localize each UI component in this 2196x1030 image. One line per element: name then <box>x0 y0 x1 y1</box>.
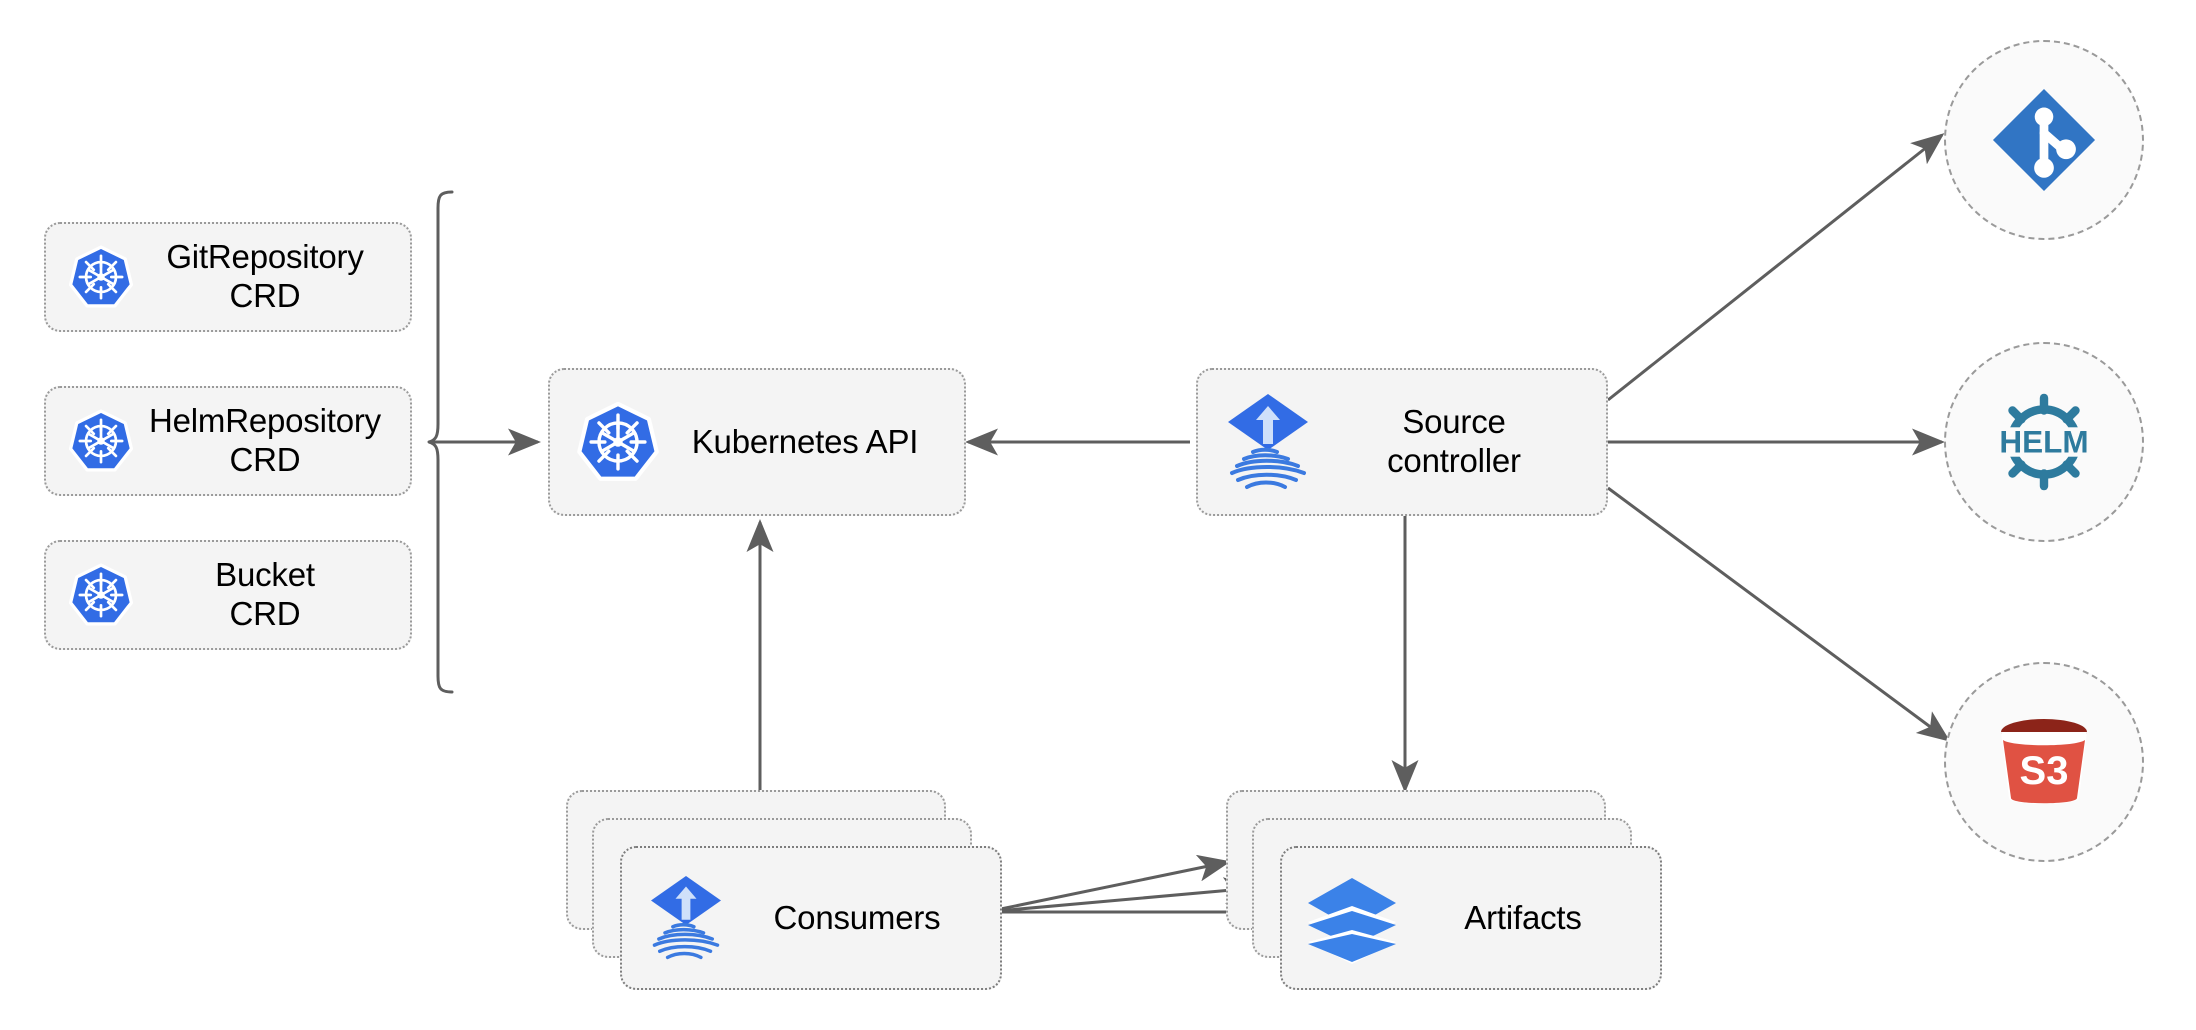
crd-box-helmrepository[interactable]: HelmRepository CRD <box>44 386 412 496</box>
external-helm[interactable]: HELM <box>1944 342 2144 542</box>
edge-consumers-to-artifacts-2 <box>985 877 1257 914</box>
kubernetes-icon <box>550 400 660 484</box>
s3-icon: S3 <box>1984 702 2104 822</box>
node-kubernetes-api[interactable]: Kubernetes API <box>548 368 966 516</box>
flux-icon <box>1198 388 1316 496</box>
crd-label: GitRepository CRD <box>166 238 364 314</box>
node-label: Consumers <box>773 898 941 936</box>
external-git[interactable] <box>1944 40 2144 240</box>
flux-icon <box>622 869 728 967</box>
node-artifacts[interactable]: Artifacts <box>1280 846 1662 990</box>
node-consumers[interactable]: Consumers <box>620 846 1002 990</box>
external-s3[interactable]: S3 <box>1944 662 2144 862</box>
crd-box-gitrepository[interactable]: GitRepository CRD <box>44 222 412 332</box>
kubernetes-icon <box>46 244 134 310</box>
edge-consumers-to-artifacts-1 <box>985 854 1231 914</box>
node-source-controller[interactable]: Source controller <box>1196 368 1608 516</box>
crd-label: HelmRepository CRD <box>149 402 381 478</box>
layers-icon <box>1282 870 1400 966</box>
edge-source-controller-to-s3 <box>1607 486 1951 742</box>
node-artifacts-stack[interactable]: Artifacts <box>1226 790 1666 992</box>
crd-box-bucket[interactable]: Bucket CRD <box>44 540 412 650</box>
kubernetes-icon <box>46 408 134 474</box>
s3-label: S3 <box>2020 749 2069 793</box>
crd-label: Bucket CRD <box>215 556 315 632</box>
node-label: Kubernetes API <box>691 422 919 460</box>
kubernetes-icon <box>46 562 134 628</box>
crd-group-bracket <box>427 190 454 694</box>
node-label: Source controller <box>1387 403 1521 479</box>
helm-label: HELM <box>1999 424 2088 460</box>
edge-source-controller-to-git <box>1607 133 1945 402</box>
git-icon <box>1986 82 2102 198</box>
helm-icon: HELM <box>1981 379 2107 505</box>
node-consumers-stack[interactable]: Consumers <box>566 790 1006 992</box>
node-label: Artifacts <box>1464 898 1582 936</box>
